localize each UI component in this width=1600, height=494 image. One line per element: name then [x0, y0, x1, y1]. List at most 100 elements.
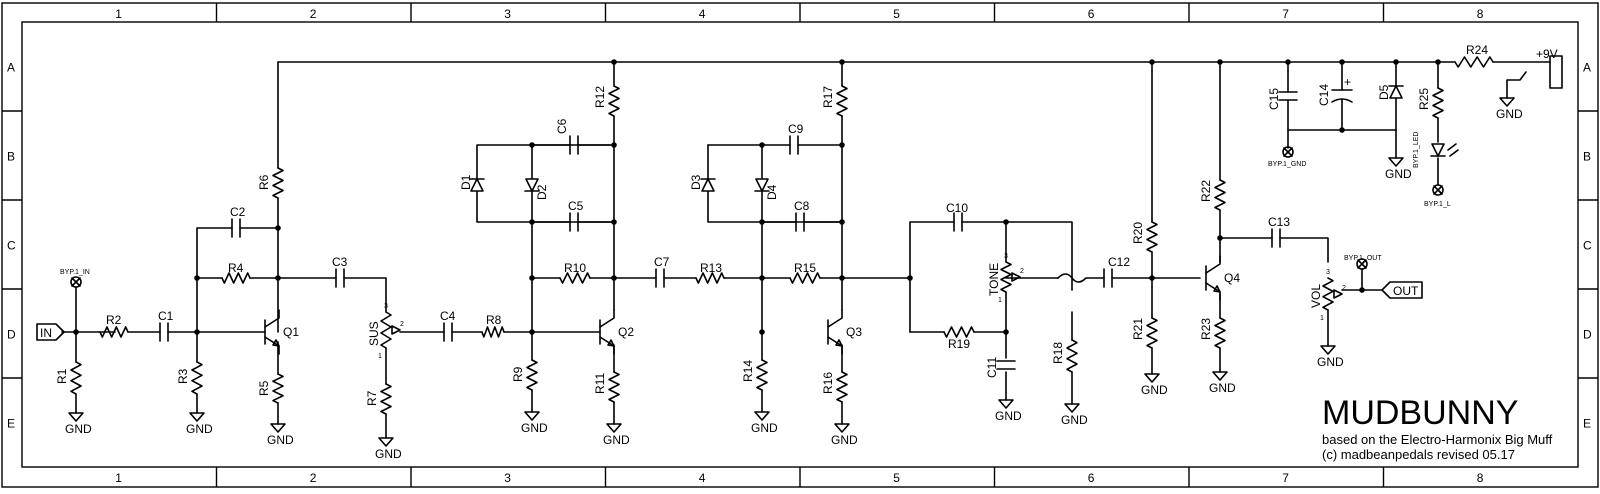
ground-label: GND — [1317, 355, 1344, 369]
capacitor-c2: C2 — [230, 205, 246, 238]
resistor-r7: R7 — [365, 383, 392, 415]
junction-dot — [529, 219, 535, 225]
supply-label: +9V — [1536, 47, 1558, 61]
ground-icon: GND — [831, 423, 858, 447]
capacitor-label: C6 — [555, 118, 569, 134]
pot-pin-2: 2 — [400, 321, 404, 328]
connector-labels: BYP.1_IN BYP.1_GND BYP.1_LED BYP.1_L BYP… — [60, 132, 1451, 276]
drawing-credit: (c) madbeanpedals revised 05.17 — [1322, 447, 1515, 462]
grid-col-label-bottom: 1 — [115, 471, 122, 485]
resistor-r8: R8 — [481, 313, 505, 338]
resistor-r12: R12 — [593, 85, 620, 117]
resistor-r16: R16 — [821, 371, 848, 403]
drawing-title: MUDBUNNY — [1322, 394, 1518, 432]
grid-col-label-top: 3 — [504, 7, 511, 21]
junction-dot — [759, 329, 765, 335]
resistor-r17: R17 — [821, 85, 848, 117]
junction-dot — [529, 275, 535, 281]
capacitor-label: C3 — [332, 255, 348, 269]
junction-dot — [1393, 59, 1399, 65]
diode-label: D3 — [689, 174, 703, 190]
ground-icon: GND — [1317, 345, 1344, 369]
port-out: OUT — [1381, 281, 1423, 299]
capacitor-c15: C15 — [1267, 88, 1298, 110]
grid-col-label-bottom: 2 — [310, 471, 317, 485]
pot-label: TONE — [987, 263, 1001, 296]
junction-dot — [1149, 59, 1155, 65]
resistor-label: R19 — [948, 337, 970, 351]
ground-icon: GND — [521, 411, 548, 435]
terminal-icon — [1282, 146, 1294, 158]
terminal-icon — [1432, 184, 1444, 196]
resistor-r11: R11 — [593, 371, 620, 403]
grid-col-label-top: 6 — [1088, 7, 1095, 21]
resistor-r14: R14 — [741, 359, 768, 391]
ground-icon: GND — [1209, 371, 1236, 395]
ground-label: GND — [1061, 413, 1088, 427]
resistor-label: R12 — [593, 86, 607, 108]
ground-label: GND — [1385, 167, 1412, 181]
resistor-r4: R4 — [221, 261, 251, 284]
capacitor-label: C8 — [794, 199, 810, 213]
resistor-r6: R6 — [257, 167, 284, 199]
junction-dot — [611, 59, 617, 65]
ground-icon: GND — [65, 412, 92, 436]
ground-label: GND — [1496, 107, 1523, 121]
junction-dot — [1217, 59, 1223, 65]
diode-label: D2 — [535, 184, 549, 200]
transistor-label: Q1 — [283, 325, 299, 339]
junction-dot — [1359, 287, 1365, 293]
ground-label: GND — [375, 447, 402, 461]
diode-label: D4 — [765, 184, 779, 200]
pot-pin-2: 2 — [1342, 285, 1346, 292]
ground-icon: GND — [751, 411, 778, 435]
junction-dot — [1339, 127, 1345, 133]
ground-label: GND — [1209, 381, 1236, 395]
resistor-label: R21 — [1131, 318, 1145, 340]
byp-in-label: BYP.1_IN — [60, 269, 90, 276]
pot-label: SUS — [367, 321, 381, 346]
junction-dot — [529, 142, 535, 148]
ground-label: GND — [267, 433, 294, 447]
byp-gnd-label: BYP.1_GND — [1268, 161, 1306, 168]
grid-col-label-bottom: 6 — [1088, 471, 1095, 485]
grid-col-label-bottom: 5 — [893, 471, 900, 485]
pot-pin-1: 1 — [1320, 315, 1324, 322]
junction-dot — [759, 142, 765, 148]
resistor-label: R11 — [593, 373, 607, 394]
resistor-r20: R20 — [1131, 221, 1158, 253]
resistor-label: R13 — [700, 261, 722, 275]
grid-row-label-left: C — [7, 239, 16, 253]
resistor-label: R6 — [257, 174, 271, 190]
diode-d5: D5 — [1377, 84, 1404, 100]
resistor-r24: R24 — [1454, 43, 1494, 68]
title-block: MUDBUNNY based on the Electro-Harmonix B… — [1322, 394, 1553, 462]
resistor-label: R8 — [486, 313, 502, 327]
resistor-label: R2 — [106, 313, 122, 327]
ground-icon: GND — [186, 412, 213, 436]
capacitor-label: C9 — [788, 122, 804, 136]
resistor-r2: R2 — [99, 313, 129, 338]
resistor-r1: R1 — [55, 361, 82, 395]
polarity-mark: + — [1344, 75, 1351, 89]
diode-label: D5 — [1377, 84, 1391, 100]
junction-dot — [611, 219, 617, 225]
ground-icon: GND — [603, 423, 630, 447]
capacitor-c10: C10 — [946, 201, 968, 232]
ground-icon: GND — [1061, 403, 1088, 427]
junction-dot — [839, 59, 845, 65]
capacitor-label: C7 — [654, 255, 670, 269]
transistor-label: Q2 — [618, 325, 634, 339]
dc-jack-icon — [1549, 55, 1563, 89]
junction-dot — [839, 142, 845, 148]
resistor-label: R9 — [511, 366, 525, 382]
resistor-label: R22 — [1199, 180, 1213, 202]
capacitor-c9: C9 — [788, 122, 804, 155]
ground-icon: GND — [375, 437, 402, 461]
junction-dot — [1149, 275, 1155, 281]
transistor-q4: Q4 — [1205, 255, 1240, 301]
capacitor-c4: C4 — [440, 309, 456, 342]
capacitor-label: C15 — [1267, 88, 1281, 110]
byp-l-label: BYP.1_L — [1424, 201, 1451, 208]
